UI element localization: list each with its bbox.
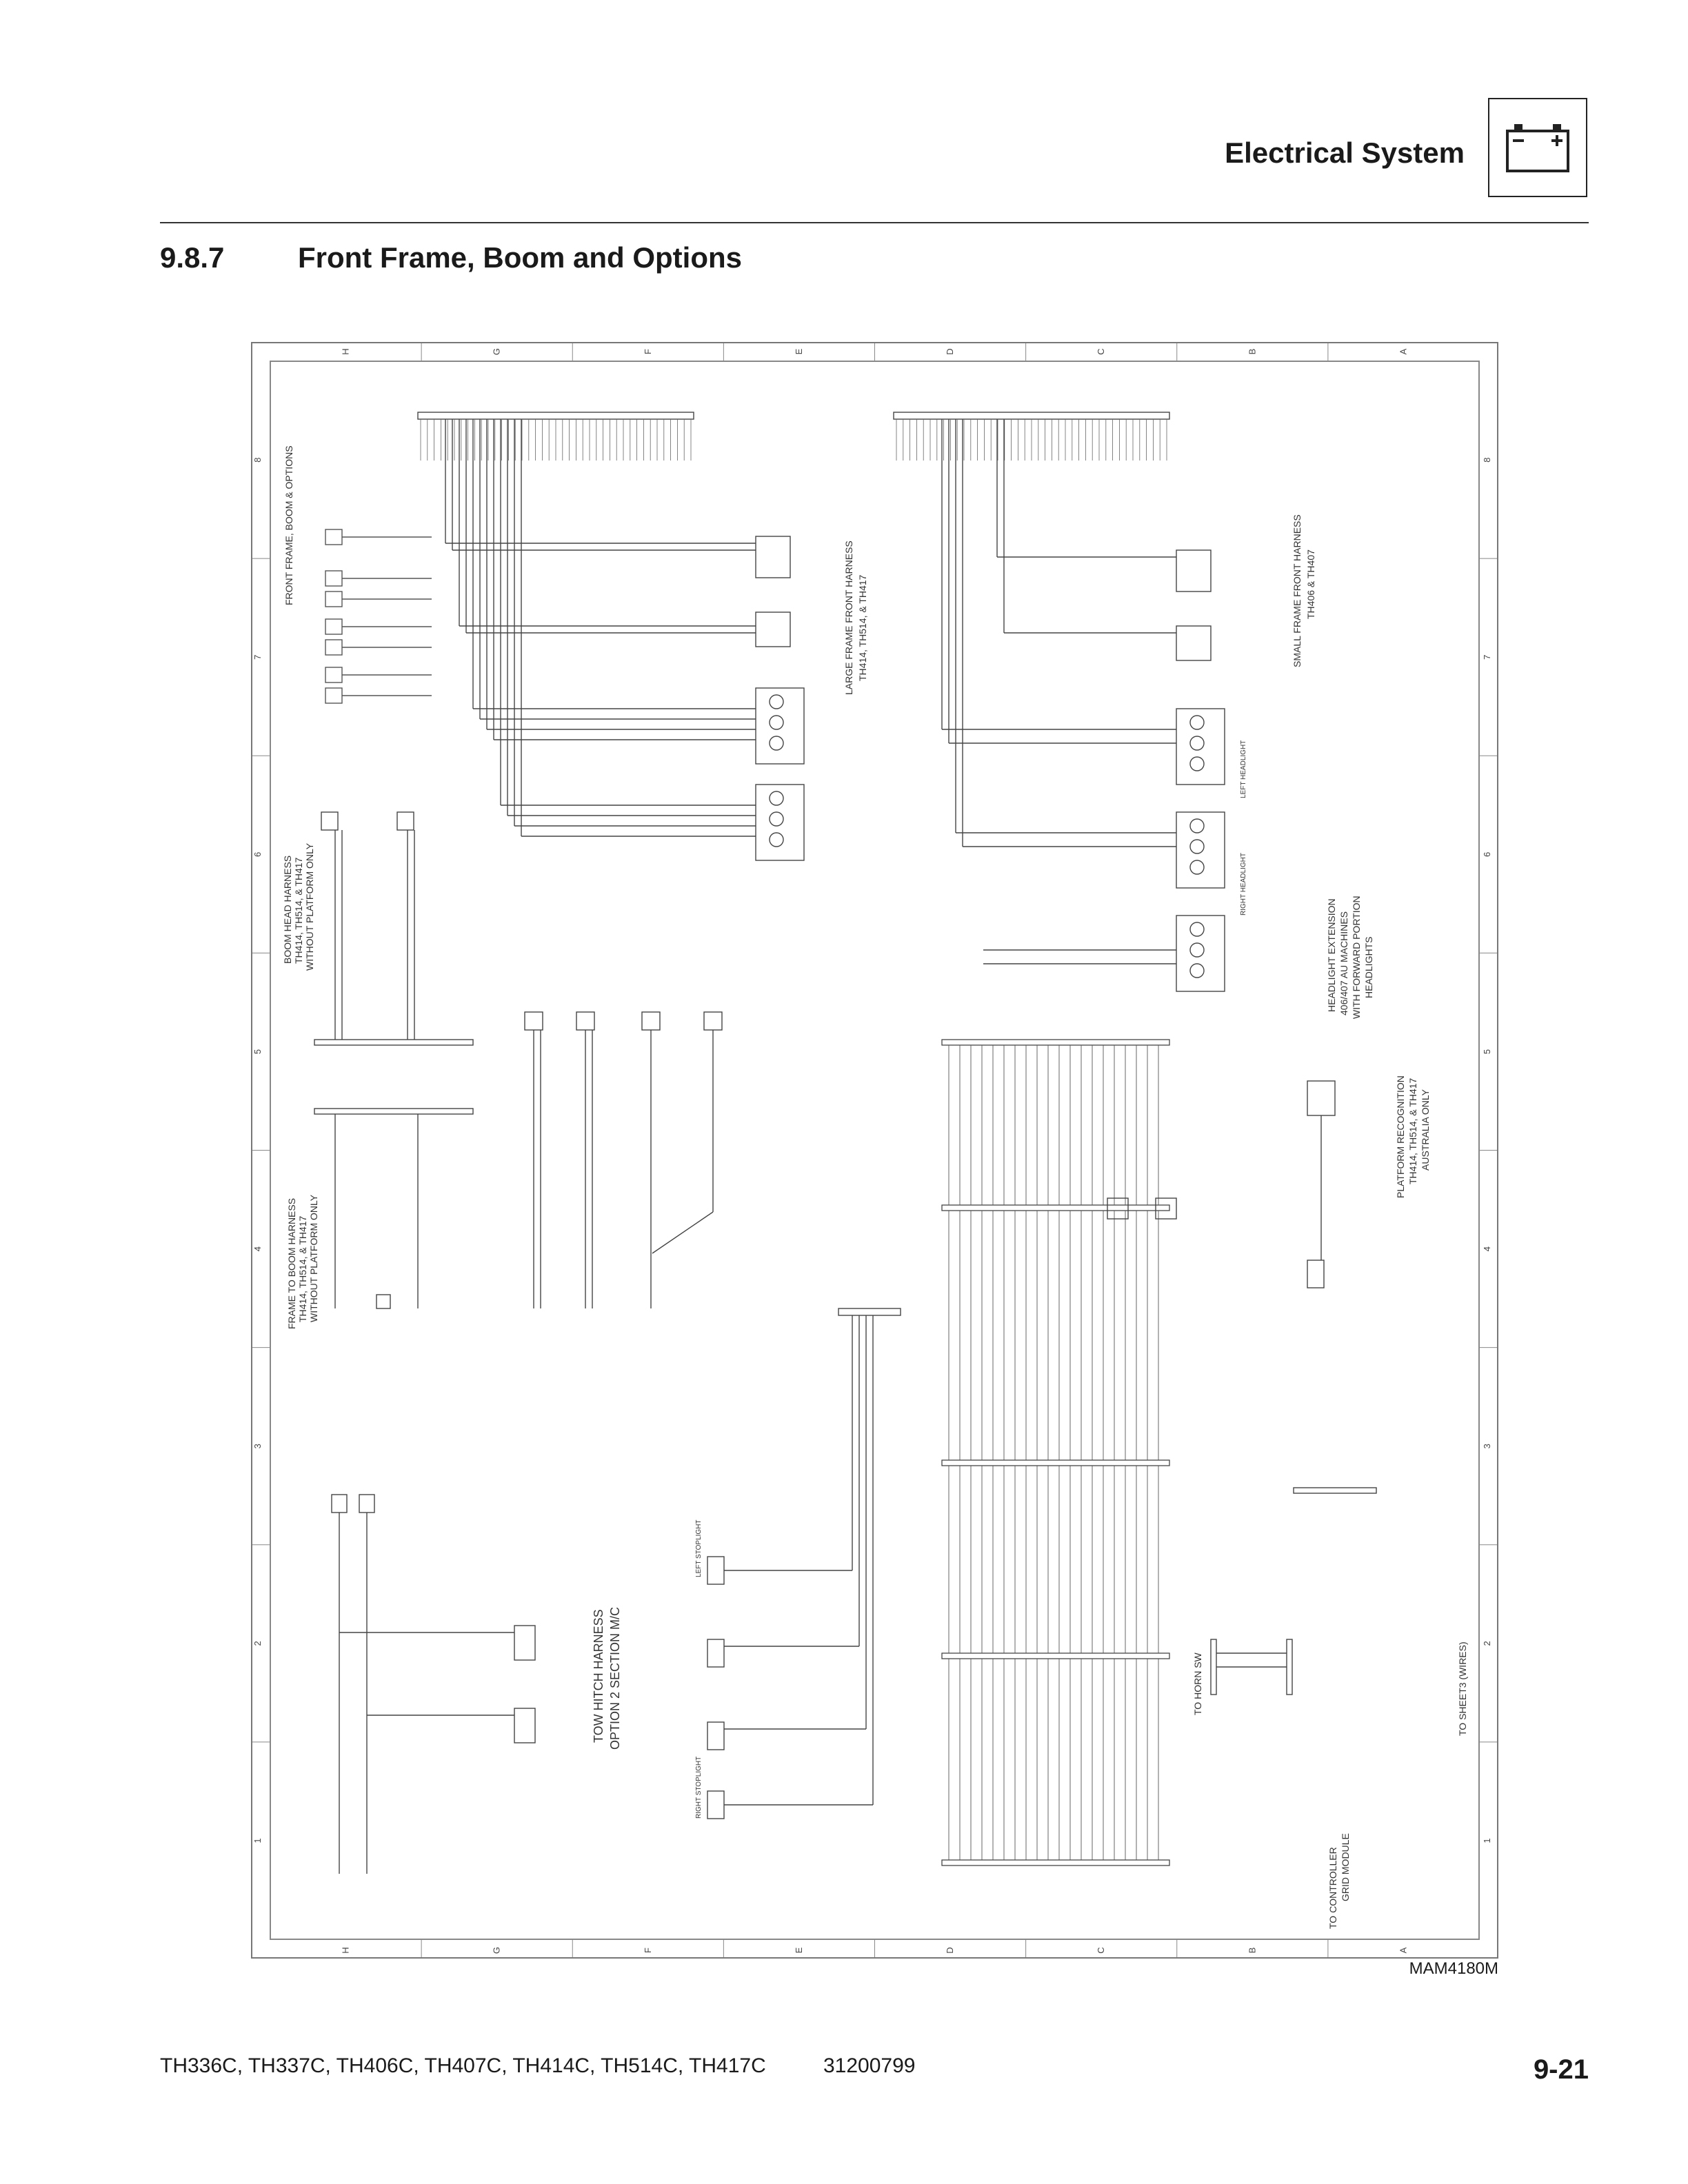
zone-label-3: 3 [1482, 1444, 1492, 1448]
label-platform-recog-note: AUSTRALIA ONLY [1420, 1089, 1431, 1171]
zone-label-e: E [794, 1947, 804, 1953]
label-headlight-ext-note2: HEADLIGHTS [1363, 937, 1374, 998]
option-harness [524, 1011, 723, 1308]
label-left-stoplight: LEFT STOPLIGHT [695, 1519, 703, 1577]
drawing-number: MAM4180M [1409, 1959, 1498, 1978]
label-right-headlight: RIGHT HEADLIGHT [1240, 853, 1247, 916]
zone-label-g: G [492, 348, 502, 355]
large-frame-lights [445, 419, 805, 861]
label-right-stoplight: RIGHT STOPLIGHT [695, 1757, 703, 1819]
label-platform-recog: PLATFORM RECOGNITION [1395, 1075, 1406, 1198]
label-headlight-ext: HEADLIGHT EXTENSION [1326, 898, 1337, 1012]
zone-label-c: C [1096, 348, 1106, 354]
zone-label-h: H [341, 1947, 351, 1953]
section-number: 9.8.7 [160, 241, 225, 274]
label-platform-recog-models: TH414, TH514, & TH417 [1407, 1078, 1418, 1184]
label-headlight-ext-models: 406/407 AU MACHINES [1338, 911, 1349, 1015]
footer-part-number: 31200799 [823, 2054, 916, 2077]
zone-label-5: 5 [1482, 1049, 1492, 1054]
label-boom-head: BOOM HEAD HARNESS [282, 856, 293, 964]
label-to-horn: TO HORN SW [1192, 1652, 1203, 1715]
label-front-frame: FRONT FRAME, BOOM & OPTIONS [283, 445, 294, 605]
zone-label-2: 2 [252, 1641, 263, 1646]
zone-label-d: D [945, 1947, 955, 1953]
zone-label-2: 2 [1482, 1641, 1492, 1646]
zone-label-7: 7 [252, 655, 263, 660]
zone-label-5: 5 [252, 1049, 263, 1054]
small-frame-connector [893, 412, 1170, 461]
platform-recognition [1107, 1080, 1377, 1695]
wiring-schematic: H H G G F F E E D D C C B B A A 8 8 7 7 6 6 5 5 4 4 3 3 2 2 1 1 [251, 342, 1498, 1959]
zone-label-c: C [1096, 1947, 1106, 1953]
label-small-front-models: TH406 & TH407 [1305, 549, 1316, 619]
label-boom-head-note: WITHOUT PLATFORM ONLY [304, 842, 315, 971]
label-large-front-models: TH414, TH514, & TH417 [857, 574, 868, 681]
zone-label-8: 8 [252, 457, 263, 462]
label-frame-to-boom-note: WITHOUT PLATFORM ONLY [308, 1194, 319, 1322]
zone-label-f: F [643, 1948, 653, 1953]
zone-label-6: 6 [1482, 852, 1492, 857]
boom-harness [941, 1039, 1170, 1866]
label-boom-head-models: TH414, TH514, & TH417 [293, 857, 304, 964]
zone-label-1: 1 [252, 1838, 263, 1843]
zone-label-b: B [1247, 1948, 1257, 1954]
zone-label-d: D [945, 348, 955, 354]
zone-label-b: B [1247, 349, 1257, 355]
zone-label-4: 4 [252, 1246, 263, 1251]
label-tow-hitch-note: OPTION 2 SECTION M/C [608, 1607, 622, 1750]
label-large-front: LARGE FRAME FRONT HARNESS [843, 540, 854, 695]
zone-label-1: 1 [1482, 1838, 1492, 1843]
label-frame-to-boom: FRAME TO BOOM HARNESS [286, 1198, 297, 1329]
label-headlight-ext-note: WITH FORWARD PORTION [1351, 896, 1362, 1019]
zone-label-6: 6 [252, 852, 263, 857]
zone-label-7: 7 [1482, 655, 1492, 660]
zone-label-a: A [1398, 1947, 1408, 1953]
zone-label-a: A [1398, 348, 1408, 354]
large-frame-connector [417, 412, 694, 461]
zone-label-f: F [643, 349, 653, 354]
battery-icon [1488, 98, 1587, 197]
small-frame-lights [941, 419, 1225, 992]
label-tow-hitch: TOW HITCH HARNESS [592, 1609, 605, 1743]
label-small-front: SMALL FRAME FRONT HARNESS [1292, 514, 1303, 667]
label-to-controller2: GRID MODULE [1340, 1833, 1351, 1901]
zone-label-h: H [341, 348, 351, 354]
section-title: Front Frame, Boom and Options [298, 241, 743, 274]
footer-models: TH336C, TH337C, TH406C, TH407C, TH414C, … [160, 2054, 766, 2077]
label-to-sheet3: TO SHEET3 (WIRES) [1457, 1641, 1468, 1736]
boom-head-harness [314, 811, 474, 1309]
header-rule [160, 222, 1589, 223]
label-frame-to-boom-models: TH414, TH514, & TH417 [297, 1215, 308, 1322]
front-frame-switches [325, 529, 432, 704]
zone-label-8: 8 [1482, 457, 1492, 462]
label-to-controller: TO CONTROLLER [1327, 1847, 1338, 1929]
label-left-headlight: LEFT HEADLIGHT [1240, 740, 1247, 798]
zone-label-4: 4 [1482, 1246, 1492, 1251]
zone-label-g: G [492, 1947, 502, 1954]
footer-page-number: 9-21 [1533, 2054, 1589, 2085]
zone-label-e: E [794, 348, 804, 354]
tow-hitch-harness [331, 1308, 901, 1874]
zone-label-3: 3 [252, 1444, 263, 1448]
header-title: Electrical System [1225, 136, 1465, 169]
